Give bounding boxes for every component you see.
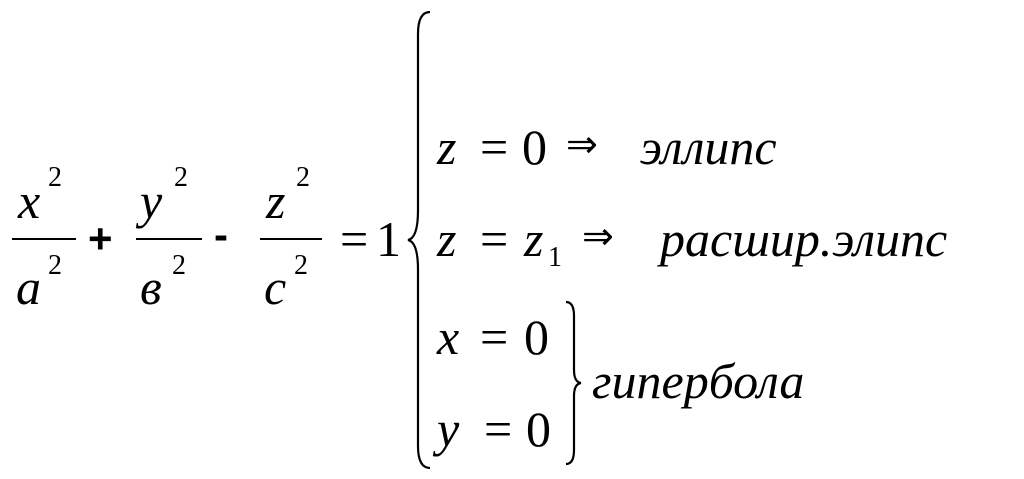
fraction-bar-2: [136, 238, 202, 240]
denominator-a: a: [16, 259, 41, 315]
right-hand-side: 1: [376, 211, 401, 267]
exponent-b: 2: [172, 250, 186, 281]
exponent-z: 2: [296, 162, 310, 193]
minus-sign: -: [214, 211, 228, 258]
equals-sign: =: [340, 211, 369, 267]
numerator-y: y: [140, 173, 163, 229]
right-brace-icon: [565, 300, 582, 466]
case-4-eq: =: [484, 401, 513, 457]
case-2-result: расшир.элипс: [660, 211, 948, 267]
case-2-implies: ⇒: [582, 216, 614, 258]
left-brace-icon: [407, 10, 431, 470]
exponent-x: 2: [48, 162, 62, 193]
case-3-var: x: [437, 309, 460, 365]
case-1-result: эллипс: [640, 119, 777, 175]
numerator-z: z: [266, 173, 286, 229]
case-3-eq: =: [480, 309, 509, 365]
group-result: гипербола: [592, 353, 805, 409]
case-1-var: z: [437, 119, 457, 175]
plus-sign: +: [88, 215, 113, 262]
exponent-c: 2: [294, 250, 308, 281]
case-2-eq: =: [480, 211, 509, 267]
case-4-var: y: [437, 401, 460, 457]
exponent-y: 2: [174, 162, 188, 193]
case-1-eq: =: [480, 119, 509, 175]
case-2-value-subscript: 1: [548, 242, 562, 273]
case-3-value: 0: [524, 309, 549, 365]
numerator-x: x: [18, 173, 41, 229]
case-1-implies: ⇒: [566, 124, 598, 166]
case-4-value: 0: [526, 401, 551, 457]
denominator-b: в: [140, 259, 162, 315]
fraction-bar-1: [12, 238, 76, 240]
fraction-bar-3: [260, 238, 322, 240]
case-2-value: z: [524, 211, 544, 267]
case-1-value: 0: [522, 119, 547, 175]
case-2-var: z: [437, 211, 457, 267]
exponent-a: 2: [48, 250, 62, 281]
denominator-c: c: [264, 259, 287, 315]
